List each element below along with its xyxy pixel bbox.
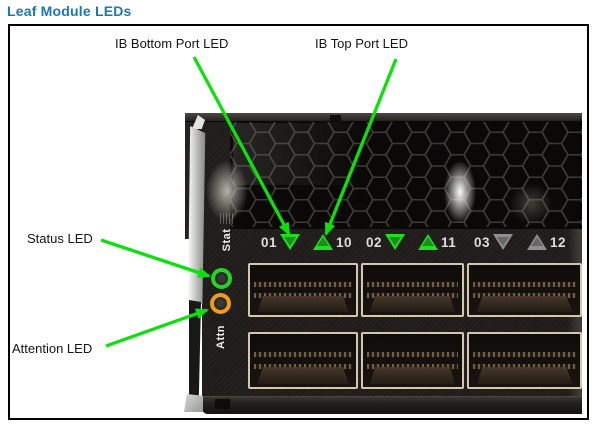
barcode-sticker <box>220 213 235 224</box>
triangle-up-icon <box>527 234 547 250</box>
port-indicator: 01 <box>261 233 301 251</box>
status-led <box>211 268 232 289</box>
qsfp-cage <box>361 332 464 389</box>
qsfp-cage <box>361 263 464 317</box>
port-indicator: 11 <box>418 233 456 251</box>
port-number: 01 <box>261 234 278 250</box>
top-notch <box>330 115 341 124</box>
port-indicator: 12 <box>527 233 566 251</box>
port-number: 12 <box>550 234 567 250</box>
callout-attention-led: Attention LED <box>12 341 93 356</box>
port-indicator: 02 <box>366 233 406 251</box>
triangle-down-icon <box>280 234 301 250</box>
triangle-down-icon <box>493 234 514 250</box>
callout-ib-bottom-port-led: IB Bottom Port LED <box>115 36 229 51</box>
qsfp-cage <box>467 263 582 317</box>
ejector-handle-foot <box>184 394 203 412</box>
port-indicator: 10 <box>313 233 352 251</box>
triangle-up-icon <box>418 234 438 250</box>
leaf-module-faceplate: Stat Attn 01 10 02 11 03 12 <box>202 113 582 414</box>
hex-vent-mesh <box>230 121 582 229</box>
stat-silkscreen-label: Stat <box>221 228 233 252</box>
qsfp-cage <box>248 332 358 389</box>
triangle-up-icon <box>313 234 333 250</box>
callout-status-led: Status LED <box>27 231 93 246</box>
bottom-notch <box>215 399 230 409</box>
port-indicator: 03 <box>474 233 514 251</box>
triangle-down-icon <box>385 234 406 250</box>
module-bottom-lip <box>202 396 582 414</box>
module-top-lip <box>185 113 582 122</box>
port-number: 02 <box>366 234 383 250</box>
page-title: Leaf Module LEDs <box>7 3 132 19</box>
port-number: 03 <box>474 234 491 250</box>
attn-silkscreen-label: Attn <box>215 325 227 349</box>
qsfp-cage <box>467 332 582 389</box>
attention-led <box>210 293 231 314</box>
port-number: 10 <box>336 234 353 250</box>
callout-ib-top-port-led: IB Top Port LED <box>315 36 408 51</box>
qsfp-cage <box>248 263 358 317</box>
port-number: 11 <box>441 234 457 250</box>
